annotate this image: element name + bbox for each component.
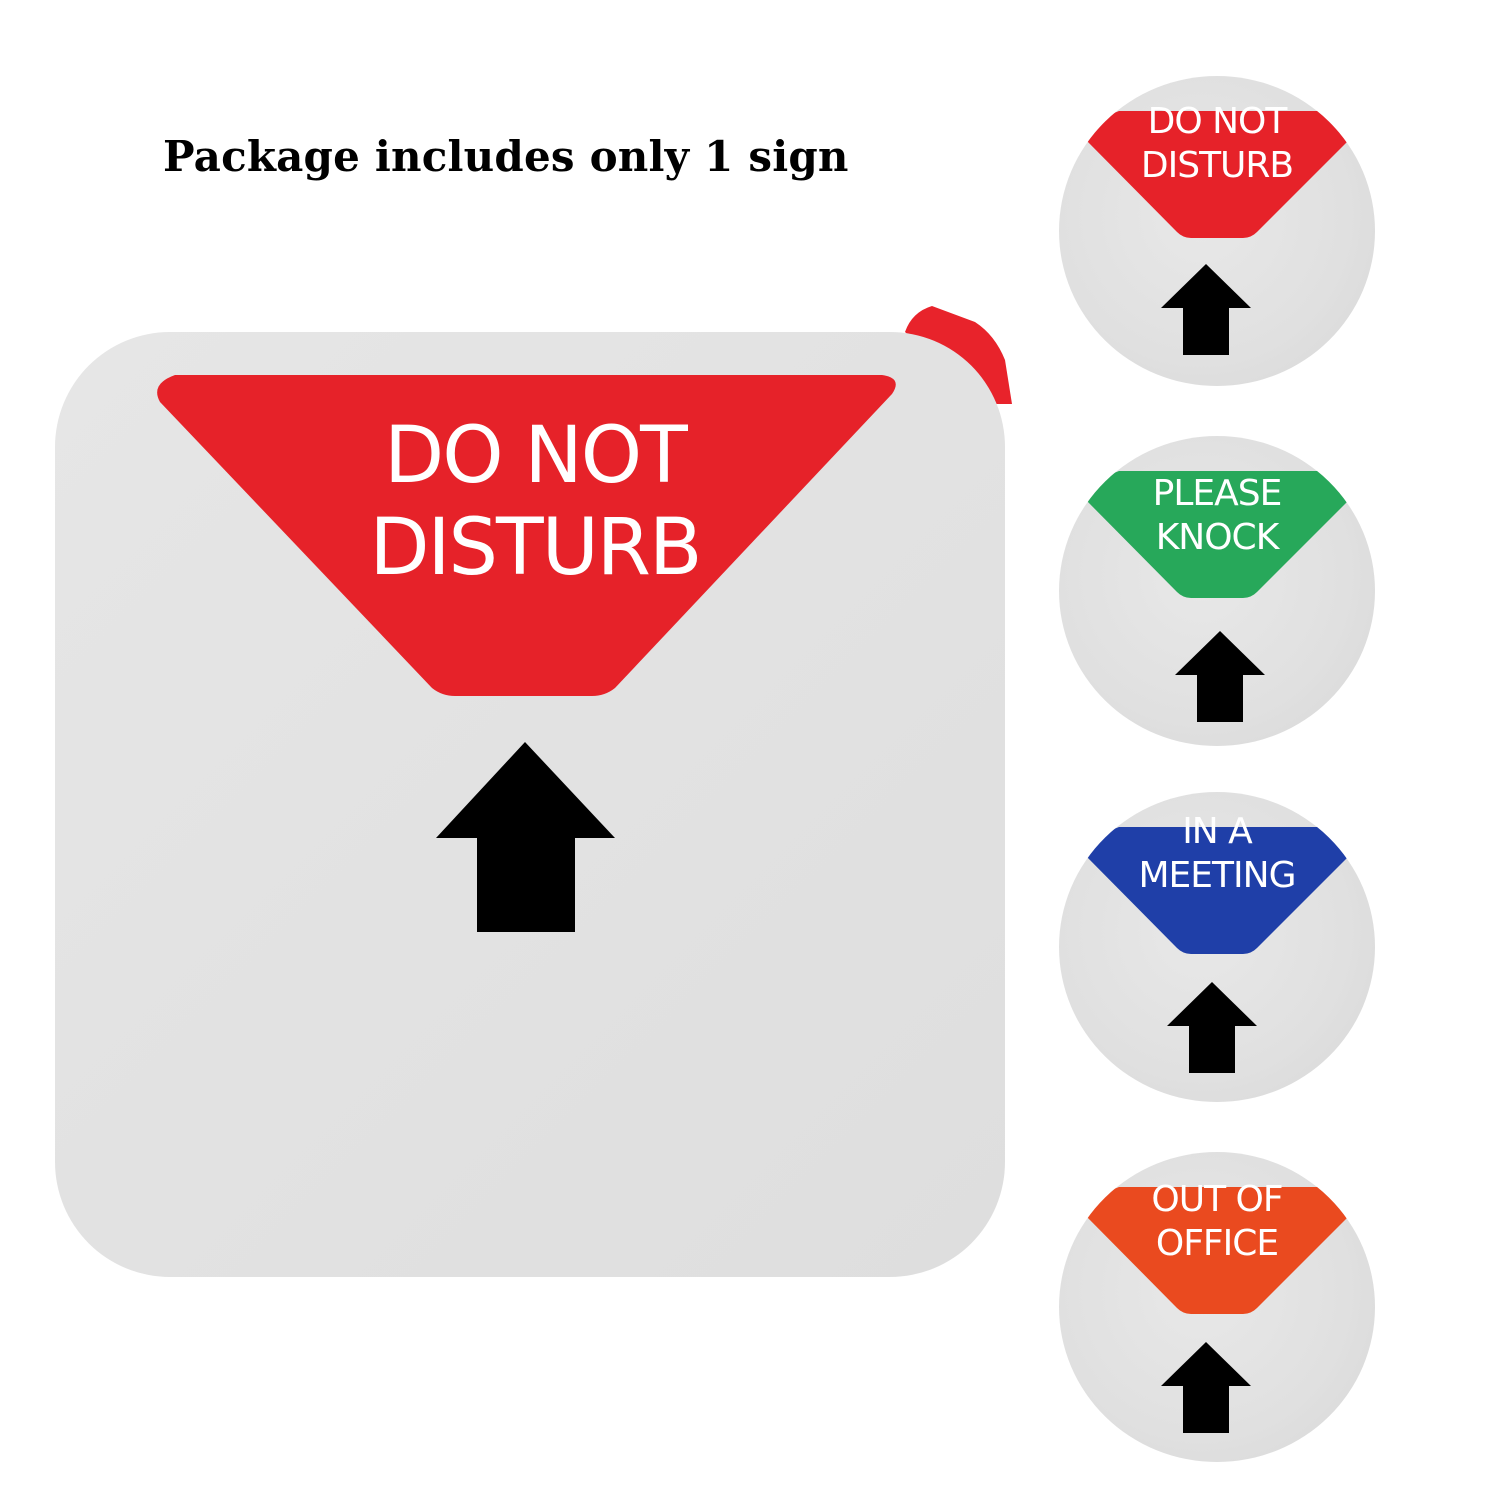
- option-label-line1: OUT OF: [1151, 1179, 1283, 1220]
- option-label-line1: IN A: [1182, 811, 1253, 852]
- option-label-line2: KNOCK: [1155, 517, 1280, 558]
- option-label-line1: DO NOT: [1147, 101, 1288, 142]
- option-window: [1084, 111, 1351, 238]
- option-label-line2: OFFICE: [1155, 1223, 1279, 1264]
- option-window: [1084, 471, 1351, 598]
- option-label: PLEASE KNOCK: [1059, 472, 1375, 560]
- option-in-a-meeting: IN A MEETING: [1059, 792, 1375, 1102]
- up-arrow-icon: [1175, 631, 1265, 722]
- option-window: [1084, 827, 1351, 954]
- up-arrow-icon: [1161, 264, 1251, 355]
- option-label-line2: MEETING: [1138, 855, 1297, 896]
- main-sign-graphic: [55, 306, 1012, 1277]
- option-out-of-office: OUT OF OFFICE: [1059, 1152, 1375, 1462]
- option-do-not-disturb: DO NOT DISTURB: [1059, 76, 1375, 386]
- main-sign-line1: DO NOT: [384, 411, 688, 501]
- status-window: [157, 375, 896, 696]
- main-sign: DO NOT DISTURB: [55, 306, 1012, 1277]
- package-caption: Package includes only 1 sign: [163, 132, 849, 181]
- option-label-line2: DISTURB: [1140, 145, 1294, 186]
- up-arrow-icon: [1161, 1342, 1251, 1433]
- option-label: DO NOT DISTURB: [1059, 100, 1375, 188]
- main-sign-line2: DISTURB: [369, 503, 702, 593]
- option-window: [1084, 1187, 1351, 1314]
- option-label: OUT OF OFFICE: [1059, 1178, 1375, 1266]
- up-arrow-icon: [436, 742, 615, 932]
- option-please-knock: PLEASE KNOCK: [1059, 436, 1375, 746]
- option-label: IN A MEETING: [1059, 810, 1375, 898]
- option-label-line1: PLEASE: [1152, 473, 1283, 514]
- up-arrow-icon: [1167, 982, 1257, 1073]
